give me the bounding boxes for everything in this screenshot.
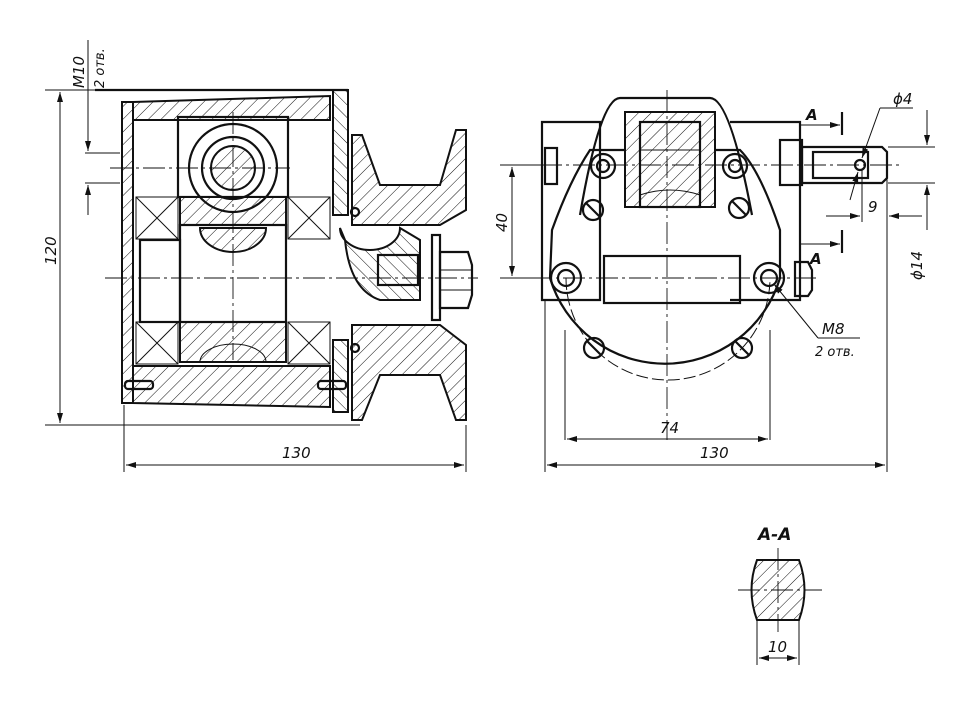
section-width-text: 10: [768, 638, 787, 656]
dim-width-left-text: 130: [282, 444, 311, 462]
flange-top: [351, 129, 467, 226]
m8-label: M8: [822, 320, 845, 338]
nut: [438, 250, 474, 310]
shaft-dia-label: ϕ14: [908, 251, 926, 280]
section-mark-bottom: A: [809, 250, 822, 268]
dim-74-text: 74: [660, 419, 679, 437]
slot: [602, 254, 742, 305]
shaft-end: [800, 145, 889, 185]
left-end-plate: [121, 101, 134, 404]
top-housing-wall: [132, 94, 331, 121]
right-front-view: A A ϕ4 9 ϕ14 40 M8 2 отв. 74 130: [493, 90, 935, 472]
shaft-hub: [339, 226, 421, 301]
flange-bottom: [351, 324, 467, 421]
hole-dia-label: ϕ4: [893, 90, 912, 108]
grease-nipple: [793, 260, 814, 298]
section-mark-top: A: [805, 106, 818, 124]
shaft-square-boss: [624, 111, 716, 208]
right-end-plate-bottom: [332, 339, 349, 413]
m10-count: 2 отв.: [93, 48, 108, 88]
m8-count: 2 отв.: [815, 345, 855, 360]
dim-width-right-text: 130: [700, 444, 729, 462]
screws: [581, 196, 754, 360]
section-a-a: A-A 10: [738, 525, 822, 665]
hole-offset-label: 9: [868, 198, 878, 216]
dim-40-text: 40: [493, 213, 511, 232]
right-end-plate-top: [332, 89, 349, 216]
left-section-view: 120 M10 2 отв. 130: [42, 40, 478, 472]
m10-label: M10: [70, 56, 88, 88]
dim-height-text: 120: [42, 236, 60, 265]
bottom-housing-wall: [132, 365, 331, 409]
section-title: A-A: [756, 525, 791, 545]
